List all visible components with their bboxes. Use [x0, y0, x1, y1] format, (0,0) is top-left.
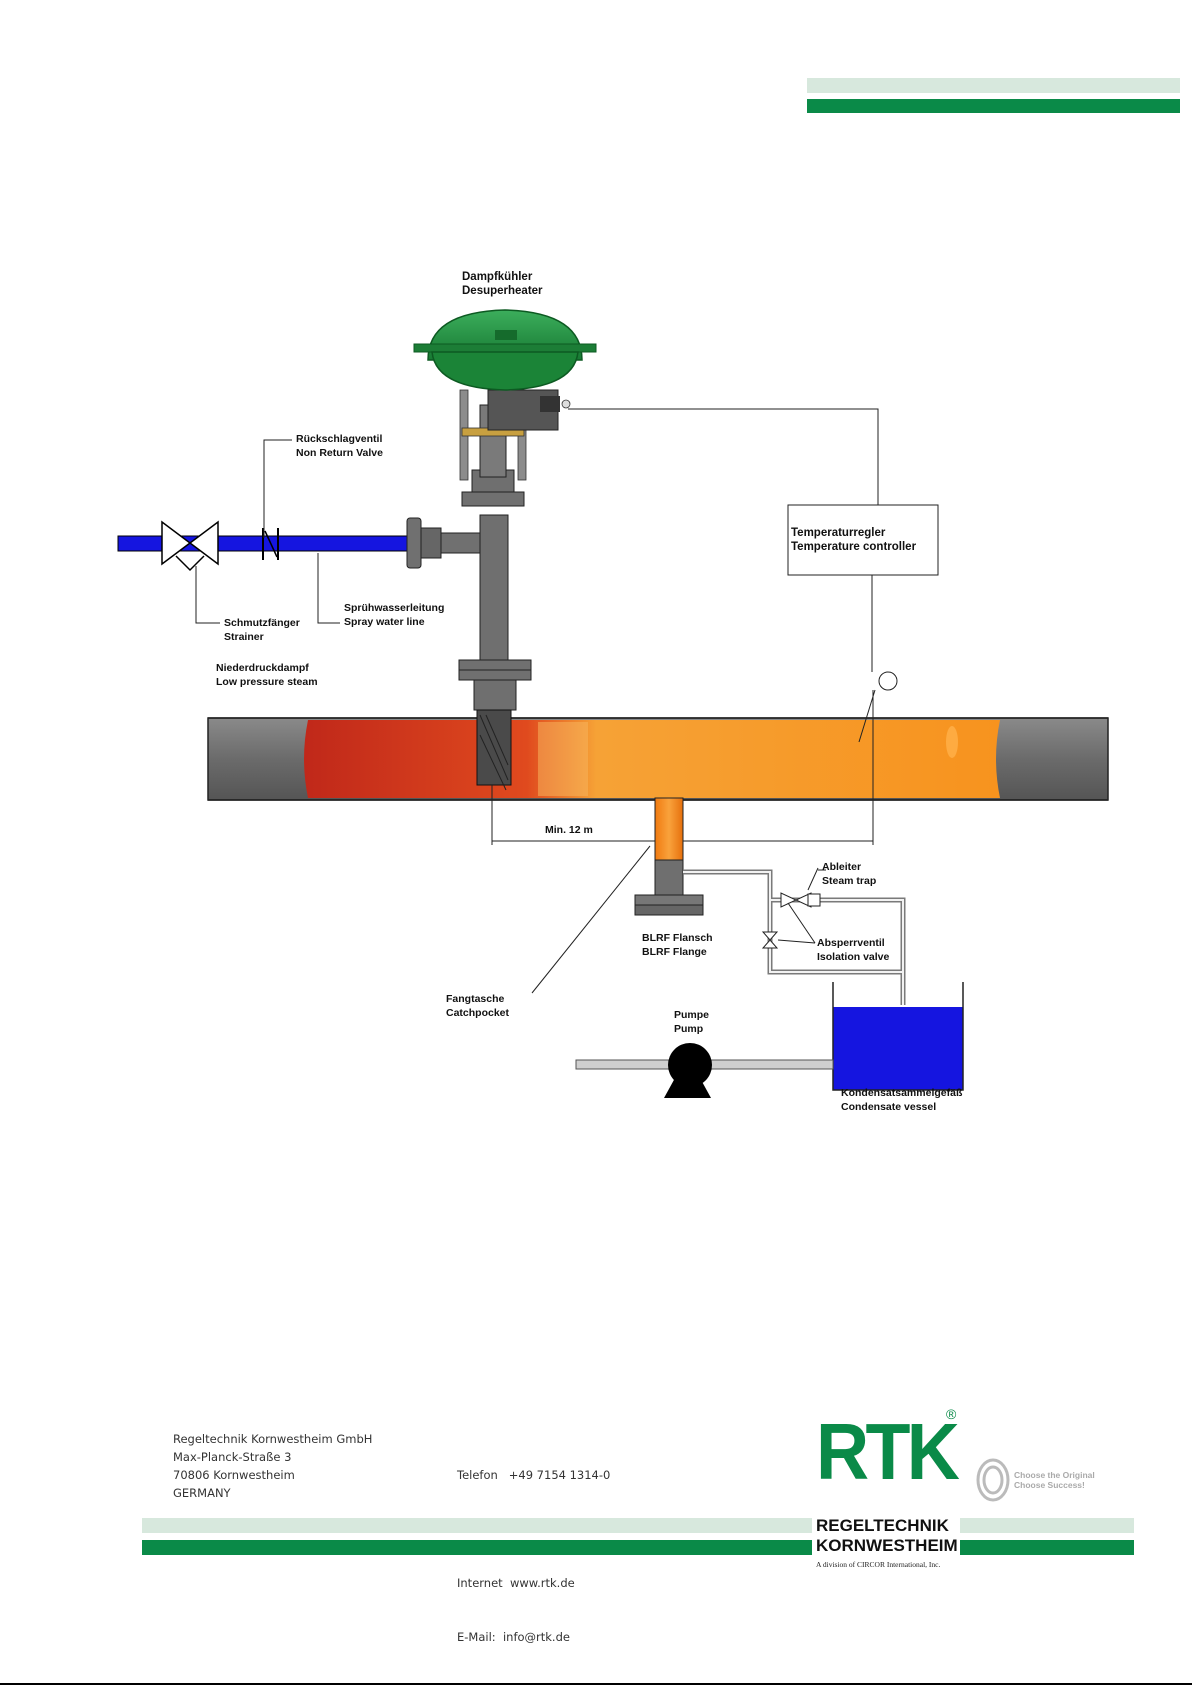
website-link[interactable]: Internet www.rtk.de	[457, 1576, 575, 1590]
label-temperature-controller: Temperaturregler Temperature controller	[791, 527, 917, 553]
circor-c-icon	[976, 1458, 1010, 1502]
signal-lines	[568, 408, 939, 743]
label-steam-trap: Ableiter Steam trap	[822, 861, 877, 887]
catchpocket-assembly	[531, 797, 704, 994]
page-bottom-rule	[0, 1683, 1192, 1685]
label-isolation-valve: Absperrventil Isolation valve	[817, 937, 890, 963]
slogan: Choose the Original Choose Success!	[1014, 1470, 1095, 1490]
main-steam-pipe	[207, 717, 1109, 801]
label-catchpocket: Fangtasche Catchpocket	[446, 993, 510, 1019]
drain-valves	[761, 867, 821, 949]
label-non-return-valve: Rückschlagventil Non Return Valve	[296, 433, 383, 459]
circor-badge: Choose the Original Choose Success!	[976, 1458, 1096, 1502]
rtk-logo-division: A division of CIRCOR International, Inc.	[816, 1560, 941, 1569]
label-condensate-vessel: Kondensatsammelgefäß Condensate vessel	[841, 1087, 963, 1113]
rtk-logo: RTK ® REGELTECHNIK KORNWESTHEIM A divisi…	[812, 1400, 960, 1575]
label-desuperheater: Dampfkühler Desuperheater	[462, 271, 543, 297]
registered-mark: ®	[946, 1406, 957, 1422]
email-link[interactable]: E-Mail: info@rtk.de	[457, 1630, 570, 1644]
spray-water-line	[117, 517, 482, 572]
spray-flange-icon	[406, 517, 482, 569]
footer-bar-dark	[142, 1540, 1134, 1555]
leader-lines	[195, 439, 826, 871]
footer-bar-light	[142, 1518, 1134, 1533]
label-blrf-flange: BLRF Flansch BLRF Flange	[642, 932, 713, 958]
non-return-valve-icon	[262, 528, 279, 560]
label-low-pressure-steam: Niederdruckdampf Low pressure steam	[216, 662, 318, 688]
actuator-assembly	[413, 309, 597, 481]
company-address: Regeltechnik Kornwestheim GmbH Max-Planc…	[173, 1432, 373, 1500]
pump-assembly	[575, 1043, 834, 1098]
condensate-vessel	[832, 982, 964, 1091]
header-bar-light	[807, 78, 1180, 93]
rtk-logo-line1: REGELTECHNIK	[816, 1516, 949, 1535]
header-bar-dark	[807, 99, 1180, 113]
rtk-logo-line2: KORNWESTHEIM	[816, 1536, 958, 1555]
label-strainer: Schmutzfänger Strainer	[224, 617, 300, 643]
label-pump: Pumpe Pump	[674, 1009, 710, 1035]
rtk-logo-letters: RTK	[816, 1407, 960, 1496]
label-spray-water-line: Sprühwasserleitung Spray water line	[344, 602, 445, 628]
strainer-valve-icon	[161, 520, 219, 572]
label-min-distance: Min. 12 m	[545, 824, 593, 836]
